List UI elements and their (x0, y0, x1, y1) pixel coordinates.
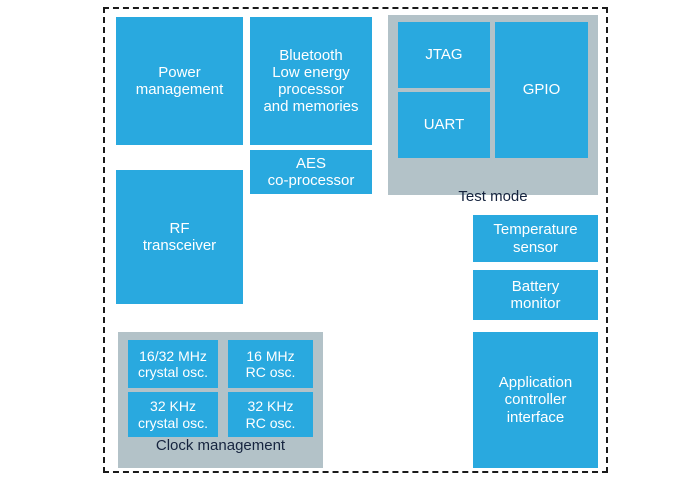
block-crystal-osc-16-32mhz-label: 16/32 MHz crystal osc. (137, 347, 208, 380)
block-power-management[interactable]: Power management (116, 17, 243, 145)
block-aes-coprocessor-label: AES co-processor (267, 154, 355, 189)
block-rf-transceiver-label: RF transceiver (142, 219, 217, 254)
block-temperature-sensor-label: Temperature sensor (493, 221, 578, 256)
block-gpio-label: GPIO (522, 81, 561, 99)
block-crystal-osc-32khz[interactable]: 32 KHz crystal osc. (128, 392, 218, 437)
block-jtag[interactable]: JTAG (398, 22, 490, 88)
block-crystal-osc-32khz-label: 32 KHz crystal osc. (137, 398, 208, 431)
block-uart-label: UART (423, 116, 465, 134)
block-application-controller-interface-label: Application controller interface (498, 374, 573, 426)
block-rc-osc-32khz-label: 32 KHz RC osc. (245, 398, 296, 431)
block-battery-monitor-label: Battery monitor (510, 277, 561, 312)
block-rc-osc-16mhz-label: 16 MHz RC osc. (245, 347, 296, 380)
block-application-controller-interface[interactable]: Application controller interface (473, 332, 598, 468)
group-test-mode-title: Test mode (458, 188, 528, 205)
chip-boundary (103, 7, 608, 473)
block-bluetooth-low-energy-processor[interactable]: Bluetooth Low energy processor and memor… (250, 17, 372, 145)
block-aes-coprocessor[interactable]: AES co-processor (250, 150, 372, 194)
block-rc-osc-16mhz[interactable]: 16 MHz RC osc. (228, 340, 313, 388)
block-uart[interactable]: UART (398, 92, 490, 158)
block-rf-transceiver[interactable]: RF transceiver (116, 170, 243, 304)
block-battery-monitor[interactable]: Battery monitor (473, 270, 598, 320)
block-jtag-label: JTAG (425, 46, 463, 64)
block-crystal-osc-16-32mhz[interactable]: 16/32 MHz crystal osc. (128, 340, 218, 388)
block-temperature-sensor[interactable]: Temperature sensor (473, 215, 598, 262)
block-bluetooth-low-energy-processor-label: Bluetooth Low energy processor and memor… (263, 46, 359, 116)
block-power-management-label: Power management (135, 63, 224, 98)
group-clock-management-title: Clock management (155, 437, 286, 454)
block-rc-osc-32khz[interactable]: 32 KHz RC osc. (228, 392, 313, 437)
block-gpio[interactable]: GPIO (495, 22, 588, 158)
